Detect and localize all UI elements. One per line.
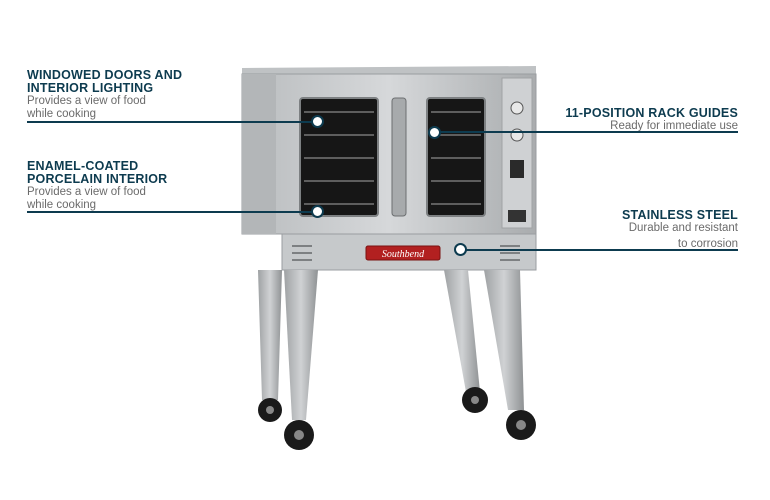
callout-marker xyxy=(311,115,324,128)
vent-slots xyxy=(292,245,520,261)
timer-display xyxy=(510,160,524,178)
callout-windowed-doors: WINDOWED DOORS AND INTERIOR LIGHTING Pro… xyxy=(27,69,182,121)
callout-title: 11-POSITION RACK GUIDES xyxy=(565,106,738,120)
leg-rear-right xyxy=(444,270,480,392)
caster-hub xyxy=(471,396,479,404)
callout-description: while cooking xyxy=(27,199,97,211)
left-racks xyxy=(304,111,374,205)
left-door-window xyxy=(299,97,379,217)
right-door-window xyxy=(426,97,486,217)
leg-front-right xyxy=(484,270,524,410)
brand-plate xyxy=(365,245,441,261)
callout-marker xyxy=(454,243,467,256)
control-knob xyxy=(510,101,524,115)
callout-description: Durable and resistant xyxy=(628,222,738,234)
oven-side-panel xyxy=(242,74,276,234)
callout-stainless-steel: STAINLESS STEEL Durable and resistant to… xyxy=(622,209,738,251)
callout-title: WINDOWED DOORS AND xyxy=(27,68,183,82)
power-switch xyxy=(508,210,526,222)
callout-rack-guides: 11-POSITION RACK GUIDES Ready for immedi… xyxy=(565,107,738,133)
callout-marker xyxy=(311,205,324,218)
caster-hub xyxy=(516,420,526,430)
callout-description: Ready for immediate use xyxy=(610,120,738,132)
caster-hub xyxy=(266,406,274,414)
control-panel xyxy=(501,77,533,229)
door-handle xyxy=(391,97,407,217)
callout-leader-line xyxy=(434,131,738,133)
callout-description: while cooking xyxy=(27,108,97,120)
callout-title: STAINLESS STEEL xyxy=(622,208,738,222)
callout-leader-line xyxy=(27,211,318,213)
callout-description: Provides a view of food xyxy=(27,95,146,107)
callout-title: INTERIOR LIGHTING xyxy=(27,81,154,95)
callout-description: to corrosion xyxy=(677,238,738,250)
oven-body xyxy=(241,73,537,235)
callout-leader-line xyxy=(27,121,318,123)
callout-leader-line xyxy=(460,249,738,251)
callout-description: Provides a view of food xyxy=(27,186,146,198)
callout-title: ENAMEL-COATED xyxy=(27,159,139,173)
brand-plate-text: Southbend xyxy=(382,249,425,260)
callout-title: PORCELAIN INTERIOR xyxy=(27,172,168,186)
leg-front-left xyxy=(284,270,318,420)
callout-marker xyxy=(428,126,441,139)
leg-rear-left xyxy=(258,270,282,400)
caster-hub xyxy=(294,430,304,440)
callout-enamel-interior: ENAMEL-COATED PORCELAIN INTERIOR Provide… xyxy=(27,160,167,212)
